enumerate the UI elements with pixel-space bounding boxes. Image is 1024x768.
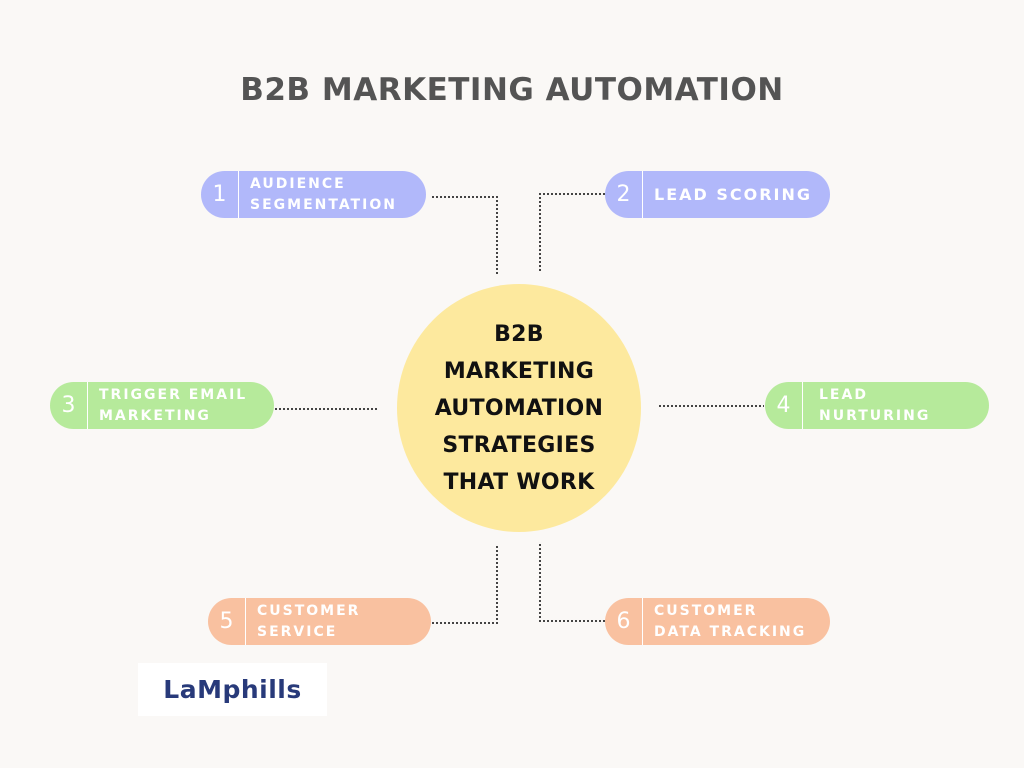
center-circle: B2B MARKETING AUTOMATION STRATEGIES THAT… — [397, 284, 641, 532]
strategy-6-number: 6 — [605, 598, 643, 645]
connector-5 — [432, 545, 498, 624]
strategy-1-number: 1 — [201, 171, 239, 218]
strategy-3-number: 3 — [50, 382, 88, 429]
strategy-6-label: CUSTOMER DATA TRACKING — [654, 602, 807, 640]
strategy-2: 2 LEAD SCORING — [605, 171, 830, 218]
strategy-5-number: 5 — [208, 598, 246, 645]
diagram-title: B2B MARKETING AUTOMATION — [240, 72, 784, 108]
strategy-1-label: AUDIENCE SEGMENTATION — [250, 175, 397, 213]
center-text: B2B MARKETING AUTOMATION STRATEGIES THAT… — [434, 321, 604, 495]
strategy-5-label: CUSTOMER SERVICE — [257, 602, 361, 640]
strategy-3: 3 TRIGGER EMAIL MARKETING — [50, 382, 274, 429]
connector-6 — [539, 543, 605, 622]
brand-logo-text: LaMphills — [163, 675, 302, 704]
strategy-5: 5 CUSTOMER SERVICE — [208, 598, 431, 645]
strategy-2-number: 2 — [605, 171, 643, 218]
strategy-4-label: LEAD NURTURING — [819, 386, 931, 424]
strategy-2-label: LEAD SCORING — [654, 185, 813, 204]
strategy-4: 4 LEAD NURTURING — [765, 382, 989, 429]
connector-2 — [539, 193, 605, 272]
brand-logo: LaMphills — [138, 663, 327, 716]
connector-1 — [432, 196, 498, 276]
strategy-1: 1 AUDIENCE SEGMENTATION — [201, 171, 426, 218]
strategy-6: 6 CUSTOMER DATA TRACKING — [605, 598, 830, 645]
strategy-4-number: 4 — [765, 382, 803, 429]
strategy-3-label: TRIGGER EMAIL MARKETING — [99, 386, 248, 424]
